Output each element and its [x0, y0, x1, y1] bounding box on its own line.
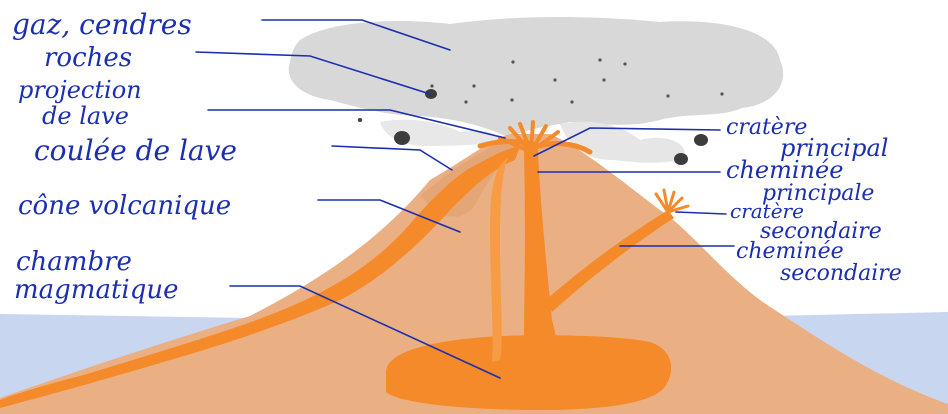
label-roches: roches — [44, 43, 132, 73]
label-gaz-cendres: gaz, cendres — [12, 8, 192, 41]
label-cheminee-principale-line1: cheminée — [726, 156, 843, 184]
label-cone-volcanique: cône volcanique — [18, 191, 231, 221]
leader-cratere-secondaire — [676, 212, 726, 214]
label-chambre-line1: chambre — [16, 247, 132, 277]
magma-chamber — [386, 335, 671, 410]
label-chambre-line2: magmatique — [14, 275, 179, 305]
leader-coulee — [332, 146, 452, 170]
label-coulee-de-lave: coulée de lave — [34, 134, 237, 167]
secondary-crater — [656, 190, 688, 212]
label-projection-line1: projection — [18, 76, 142, 104]
label-projection-line2: de lave — [42, 102, 129, 130]
label-cheminee-secondaire-line2: secondaire — [780, 261, 902, 286]
